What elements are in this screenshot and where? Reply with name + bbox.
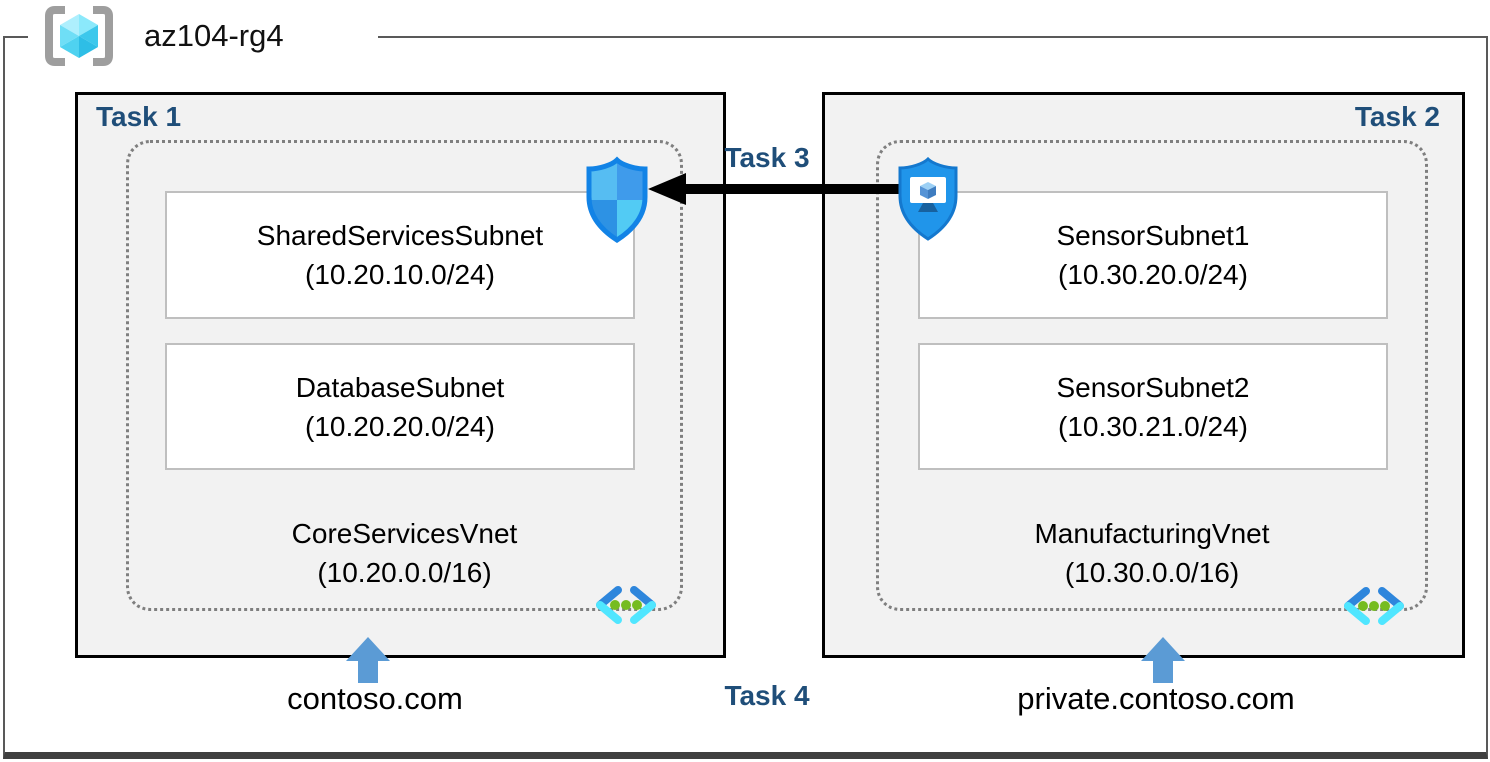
resource-group-header: az104-rg4 [28,4,378,68]
bastion-icon [898,156,958,241]
database-subnet-box: DatabaseSubnet (10.20.20.0/24) [165,343,635,470]
task4-label: Task 4 [724,680,810,711]
task3-label: Task 3 [724,142,810,173]
vnet-cidr: (10.20.0.0/16) [317,557,492,588]
peering-arrow [648,173,900,205]
subnet-cidr: (10.20.10.0/24) [305,259,495,290]
resource-group-name: az104-rg4 [144,18,284,53]
core-services-vnet-boundary [126,140,683,611]
subnet-cidr: (10.30.20.0/24) [1058,259,1248,290]
vnet-name: ManufacturingVnet [1034,518,1270,549]
manufacturing-vnet-label: ManufacturingVnet (10.30.0.0/16) [876,514,1428,592]
task1-label: Task 1 [96,101,182,132]
network-security-group-icon [586,156,648,243]
virtual-network-icon [596,586,656,624]
subnet-cidr: (10.30.21.0/24) [1058,410,1248,442]
vnet-name: CoreServicesVnet [291,518,518,549]
subnet-name: DatabaseSubnet [295,371,505,403]
virtual-network-icon [1344,587,1404,625]
task2-label: Task 2 [1354,101,1440,132]
resource-group-frame [3,36,1488,759]
shared-services-subnet-box: SharedServicesSubnet (10.20.10.0/24) [165,191,635,319]
private-contoso-domain-label: private.contoso.com [1017,681,1295,716]
contoso-domain-label: contoso.com [287,681,463,716]
core-services-vnet-label: CoreServicesVnet (10.20.0.0/16) [126,514,683,592]
subnet-name: SharedServicesSubnet [256,220,544,251]
subnet-name: SensorSubnet1 [1056,220,1250,251]
sensor-subnet2-box: SensorSubnet2 (10.30.21.0/24) [918,343,1388,470]
sensor-subnet1-box: SensorSubnet1 (10.30.20.0/24) [918,191,1388,319]
task1-box: Task 1 SharedServicesSubnet (10.20.10.0/… [75,92,726,658]
up-arrow-icon [1141,637,1185,683]
subnet-cidr: (10.20.20.0/24) [305,410,495,442]
up-arrow-icon [346,637,390,683]
subnet-name: SensorSubnet2 [1056,371,1250,403]
manufacturing-vnet-boundary [876,140,1428,611]
vnet-cidr: (10.30.0.0/16) [1064,557,1240,588]
resource-group-icon [45,6,113,66]
